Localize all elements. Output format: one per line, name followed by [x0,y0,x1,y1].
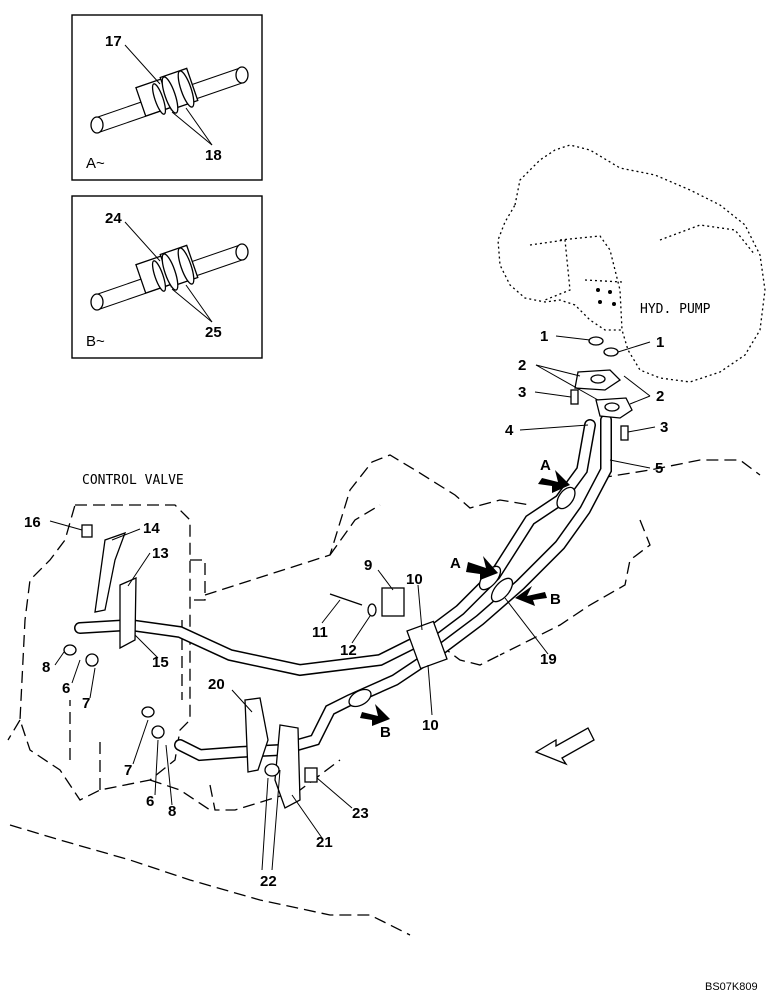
view-marker-b-lower: B [380,724,391,741]
hyd-pump-label: HYD. PUMP [640,302,711,317]
detail-view-b-frame [71,195,263,359]
detail-view-a-frame [71,14,263,181]
view-arrows [360,470,595,766]
bracket-14 [94,531,127,613]
bolt-11 [329,593,363,606]
clamp-10 [406,620,448,670]
bolt-3-left [570,389,579,405]
fitting-6-bottom [151,725,165,739]
part-label-16: 16 [24,514,41,531]
bolt-3-right [620,425,629,441]
part-label-7-top: 7 [82,695,90,712]
part-label-10-top: 10 [406,571,423,588]
hose-assemblies [74,414,612,762]
part-label-6-bottom: 6 [146,793,154,810]
machine-frame-outline [7,454,761,936]
bracket-9 [381,587,405,617]
hose-fittings [348,486,576,708]
part-label-1-left: 1 [540,328,548,345]
part-label-13: 13 [152,545,169,562]
leader-lines [49,335,656,871]
bolt-23 [304,767,318,783]
drawing-code: BS07K809 [705,981,758,993]
part-label-5: 5 [655,460,663,477]
part-label-11: 11 [312,624,328,641]
fitting-8-top [85,653,99,667]
arrow-view-a-lower [466,556,498,580]
view-marker-a-lower: A [450,555,461,572]
view-marker-a-upper: A [540,457,551,474]
o-ring-1-right [603,347,619,357]
part-label-15: 15 [152,654,169,671]
control-valve-body: CONTROL VALVE [19,473,206,801]
bracket-20 [244,697,269,773]
washer-12 [367,603,377,617]
part-label-1-right: 1 [656,334,664,351]
part-label-4: 4 [505,422,514,439]
part-label-8-top: 8 [42,659,50,676]
clamp-22 [264,763,280,777]
part-label-3-left: 3 [518,384,526,401]
part-label-21: 21 [316,834,333,851]
arrow-view-b-right [515,586,547,606]
part-label-19: 19 [540,651,557,668]
o-ring-7-bottom [141,706,155,718]
fitting-view-a-upper [556,486,576,510]
part-label-2-right: 2 [656,388,664,405]
bracket-13 [119,576,137,650]
o-ring-6-top [63,644,77,656]
o-ring-1-left [588,336,604,346]
detail-view-b: 24 25 B~ [71,195,263,359]
part-label-8-bottom: 8 [168,803,176,820]
part-label-24: 24 [105,210,122,227]
arrow-view-b-lower [360,704,390,726]
view-a-label: A~ [86,155,105,172]
part-number-labels: 1 1 2 2 3 3 4 5 16 14 13 15 8 6 7 11 12 … [24,328,668,890]
part-label-20: 20 [208,676,225,693]
bracket-21 [274,724,301,809]
part-label-2-left: 2 [518,357,526,374]
part-label-6-top: 6 [62,680,70,697]
detail-view-a: 17 18 A~ [71,14,263,181]
part-label-18: 18 [205,147,222,164]
view-b-label: B~ [86,333,105,350]
part-label-22: 22 [260,873,277,890]
part-label-9: 9 [364,557,372,574]
part-label-25: 25 [205,324,222,341]
bolt-16 [81,524,93,538]
part-label-12: 12 [340,642,357,659]
fitting-view-b-lower [348,688,372,708]
part-label-10-bottom: 10 [422,717,439,734]
view-marker-b-right: B [550,591,561,608]
part-label-14: 14 [143,520,160,537]
arrow-view-a-upper [538,470,570,493]
pump-flange-parts [570,336,633,441]
part-label-3-right: 3 [660,419,668,436]
part-label-7-bottom: 7 [124,762,132,779]
valve-side-parts [63,524,377,809]
part-label-17: 17 [105,33,122,50]
forward-direction-arrow [534,727,595,766]
hydraulic-pump-outline: HYD. PUMP [497,144,766,383]
control-valve-label: CONTROL VALVE [82,473,184,488]
fitting-19-b [490,577,514,603]
part-label-23: 23 [352,805,369,822]
